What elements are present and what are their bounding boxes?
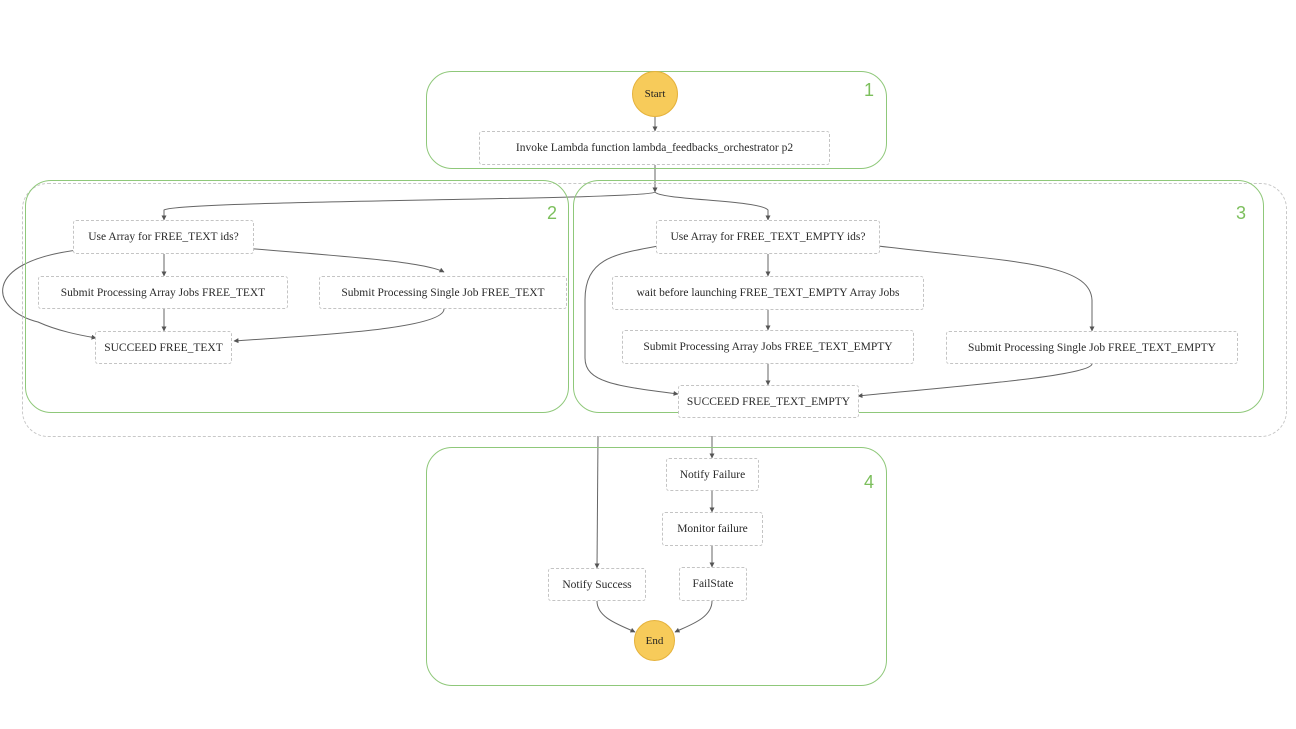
edge-choice-default-free-text-empty (584, 245, 679, 396)
edge-choice-single-free-text (219, 245, 445, 273)
node-choice-free-text-empty[interactable]: Use Array for FREE_TEXT_EMPTY ids? (656, 220, 880, 254)
edge-choice-default-free-text (2, 249, 97, 340)
node-notify-failure[interactable]: Notify Failure (666, 458, 759, 491)
edge-single-succeed-free-text (233, 308, 445, 344)
edge-parallel-branch2 (161, 191, 656, 221)
edge-choice-single-free-text-empty (877, 245, 1095, 332)
node-monitor-failure[interactable]: Monitor failure (662, 512, 763, 546)
group-box-4 (426, 447, 887, 686)
start-node[interactable]: Start (632, 71, 678, 117)
group-box-3 (573, 180, 1264, 413)
edge-notify-success-end (596, 600, 636, 633)
parallel-state-container (22, 183, 1287, 437)
edge-parallel-branch3 (654, 191, 771, 221)
node-fail-state[interactable]: FailState (679, 567, 747, 601)
node-succeed-free-text-empty[interactable]: SUCCEED FREE_TEXT_EMPTY (678, 385, 859, 418)
group-label-1: 1 (864, 80, 875, 100)
group-label-2: 2 (547, 203, 558, 223)
group-label-3: 3 (1236, 203, 1247, 223)
node-notify-success[interactable]: Notify Success (548, 568, 646, 601)
node-single-free-text-empty[interactable]: Submit Processing Single Job FREE_TEXT_E… (946, 331, 1238, 364)
edge-parallel-notify-success (594, 435, 600, 569)
node-succeed-free-text[interactable]: SUCCEED FREE_TEXT (95, 331, 232, 364)
edge-failstate-end (674, 600, 713, 633)
group-label-4: 4 (864, 472, 875, 492)
group-box-2 (25, 180, 569, 413)
node-choice-free-text[interactable]: Use Array for FREE_TEXT ids? (73, 220, 254, 254)
node-single-free-text[interactable]: Submit Processing Single Job FREE_TEXT (319, 276, 567, 309)
end-node[interactable]: End (634, 620, 675, 661)
node-invoke-lambda[interactable]: Invoke Lambda function lambda_feedbacks_… (479, 131, 830, 165)
edge-single-succeed-free-text-empty (857, 363, 1093, 399)
node-array-free-text[interactable]: Submit Processing Array Jobs FREE_TEXT (38, 276, 288, 309)
node-array-free-text-empty[interactable]: Submit Processing Array Jobs FREE_TEXT_E… (622, 330, 914, 364)
node-wait-free-text-empty[interactable]: wait before launching FREE_TEXT_EMPTY Ar… (612, 276, 924, 310)
